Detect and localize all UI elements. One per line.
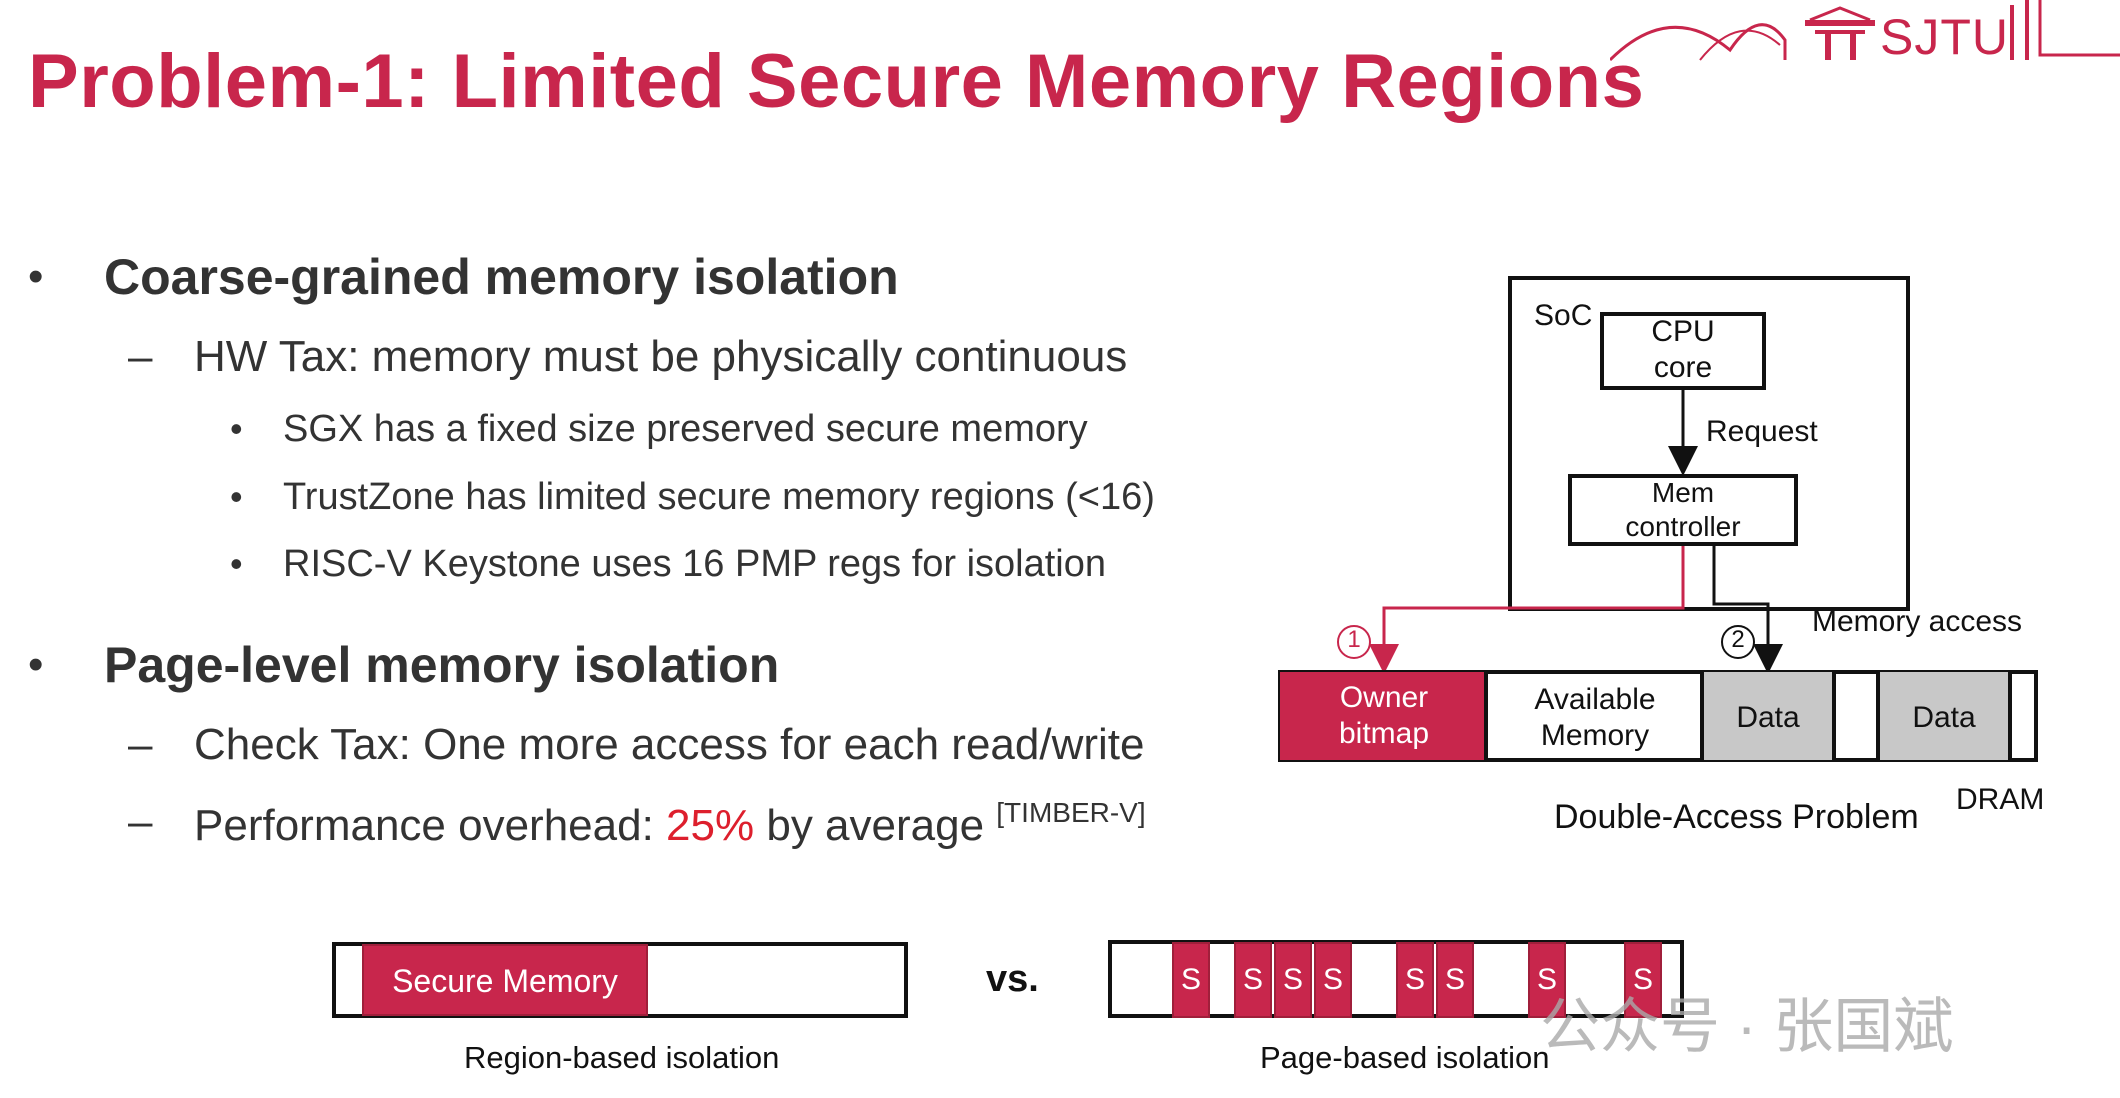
bullet-glyph: • xyxy=(230,476,243,517)
secure-page: S xyxy=(1624,942,1662,1018)
step-2-label: 2 xyxy=(1731,626,1745,653)
sub-check-tax: Check Tax: One more access for each read… xyxy=(194,720,1145,769)
double-access-caption: Double-Access Problem xyxy=(1554,798,1919,836)
data-access-arrow xyxy=(1712,546,1783,674)
step-1-label: 1 xyxy=(1347,626,1361,653)
mem-controller-box xyxy=(1568,474,1798,546)
owner-line-2: bitmap xyxy=(1338,717,1430,750)
owner-bitmap-label: Owner bitmap xyxy=(1280,680,1488,752)
secure-memory-label: Secure Memory xyxy=(392,963,618,999)
watermark: 公众号 · 张国斌 xyxy=(1540,993,1954,1060)
bullet-glyph: • xyxy=(28,640,44,689)
dash-glyph: – xyxy=(128,720,153,769)
secure-page: S xyxy=(1528,942,1566,1018)
available-memory-label: Available Memory xyxy=(1490,682,1700,754)
overhead-prefix: Performance overhead: xyxy=(194,801,667,850)
step-2-circle xyxy=(1721,625,1755,659)
owner-bitmap-cell xyxy=(1280,672,1488,760)
secure-page: S xyxy=(1274,942,1312,1018)
dram-label: DRAM xyxy=(1956,783,2045,816)
secure-page: S xyxy=(1396,942,1434,1018)
item-keystone: RISC-V Keystone uses 16 PMP regs for iso… xyxy=(283,543,1107,585)
avail-line-1: Available xyxy=(1534,683,1656,716)
bullet-glyph: • xyxy=(230,408,243,449)
secure-page: S xyxy=(1234,942,1272,1018)
bullet-glyph: • xyxy=(28,252,44,301)
owner-bitmap-arrow xyxy=(1369,546,1685,674)
overhead-suffix: by average xyxy=(754,801,997,850)
data-label-2: Data xyxy=(1912,701,1976,734)
sjtu-logo-icon xyxy=(1610,0,2120,62)
cpu-core-box xyxy=(1600,312,1766,390)
sub-hw-tax: HW Tax: memory must be physically contin… xyxy=(194,332,1128,381)
dash-glyph: – xyxy=(128,797,153,846)
data-cell-1 xyxy=(1700,672,1836,760)
citation: [TIMBER-V] xyxy=(996,797,1146,828)
logo-text: SJTU xyxy=(1880,9,2009,65)
secure-page: S xyxy=(1172,942,1210,1018)
cpu-line-1: CPU xyxy=(1651,315,1715,348)
bullet-coarse-grained: Coarse-grained memory isolation xyxy=(104,249,899,305)
dash-glyph: – xyxy=(128,332,153,381)
avail-line-2: Memory xyxy=(1540,719,1650,752)
soc-label: SoC xyxy=(1534,299,1593,332)
mem-line-2: controller xyxy=(1625,510,1741,542)
memory-access-label: Memory access xyxy=(1812,605,2023,638)
item-sgx: SGX has a fixed size preserved secure me… xyxy=(283,408,1088,450)
secure-page: S xyxy=(1436,942,1474,1018)
bullet-glyph: • xyxy=(230,543,243,584)
bullet-page-level: Page-level memory isolation xyxy=(104,637,780,693)
cpu-line-2: core xyxy=(1653,351,1713,384)
data-cell-2 xyxy=(1876,672,2012,760)
secure-page: S xyxy=(1314,942,1352,1018)
cpu-core-label: CPU core xyxy=(1600,314,1766,386)
soc-box xyxy=(1508,276,1910,611)
step-1-circle xyxy=(1337,625,1371,659)
mem-line-1: Mem xyxy=(1651,477,1715,508)
region-caption: Region-based isolation xyxy=(464,1040,780,1075)
owner-line-1: Owner xyxy=(1339,681,1429,714)
slide-title: Problem-1: Limited Secure Memory Regions xyxy=(28,39,1645,124)
sub-performance-overhead: Performance overhead: 25% by average [TI… xyxy=(194,797,1146,851)
overhead-value: 25% xyxy=(666,801,755,850)
mem-controller-label: Mem controller xyxy=(1568,476,1798,543)
vs-label: vs. xyxy=(986,958,1039,1000)
page-caption: Page-based isolation xyxy=(1260,1040,1550,1075)
request-label: Request xyxy=(1706,415,1818,448)
item-trustzone: TrustZone has limited secure memory regi… xyxy=(283,476,1155,518)
secure-memory-block xyxy=(362,944,648,1016)
data-label-1: Data xyxy=(1736,701,1800,734)
